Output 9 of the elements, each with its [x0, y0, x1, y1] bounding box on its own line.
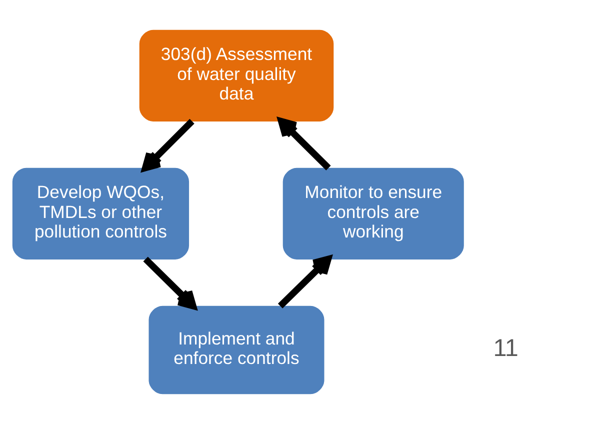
node-box: Implement and enforce controls	[148, 306, 324, 394]
arrow	[278, 118, 331, 170]
node-box: 303(d) Assessment of water quality data	[139, 30, 334, 122]
node-box: Develop WQOs, TMDLs or other pollution controls	[12, 168, 190, 260]
arrow	[278, 256, 332, 308]
node-box: Monitor to ensure controls are working	[282, 168, 464, 260]
label: 11	[493, 335, 518, 362]
arrow	[142, 118, 194, 172]
arrow	[143, 256, 196, 310]
